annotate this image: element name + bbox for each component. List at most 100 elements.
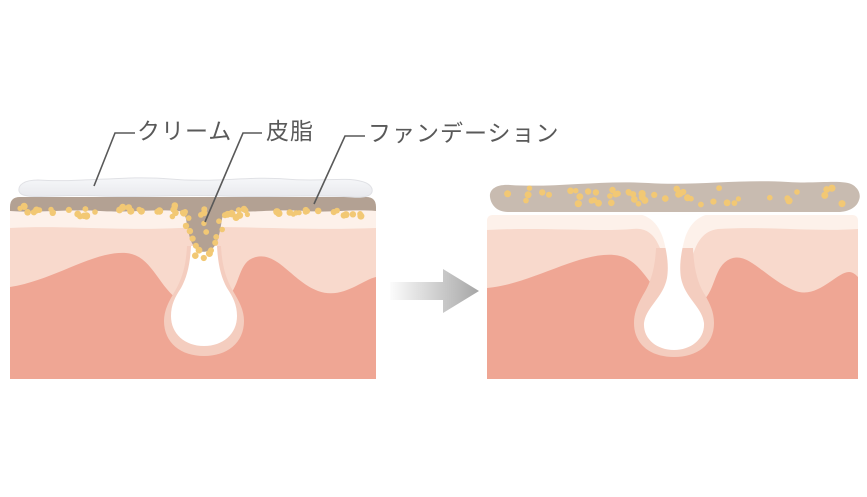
sebum-dot [192, 252, 199, 259]
sebum-dot [20, 202, 28, 210]
foundation-leader-line [313, 135, 365, 205]
sebum-dot [169, 213, 176, 220]
sebum-dot [573, 188, 579, 194]
sebum-dot [785, 197, 793, 205]
sebum-dot [614, 190, 621, 197]
sebum-dot [567, 187, 574, 195]
sebum-dot [794, 189, 800, 195]
sebum-dot [33, 206, 40, 214]
sebum-dot [216, 218, 222, 224]
sebum-dot [609, 186, 616, 194]
labels-group: クリーム 皮脂 ファンデーション [93, 118, 560, 223]
sebum-dot [523, 197, 529, 204]
sebum-dot [524, 191, 532, 199]
cream-label: クリーム [137, 118, 232, 144]
sebum-dot [641, 196, 649, 204]
sebum-dot [180, 209, 188, 217]
sebum-dot [716, 185, 722, 192]
sebum-dot [349, 211, 357, 218]
sebum-dot [574, 200, 582, 208]
sebum-dot [342, 211, 350, 219]
sebum-dot [189, 235, 196, 242]
sebum-dot [219, 226, 225, 233]
sebum-dot [304, 208, 311, 215]
sebum-dot [228, 209, 235, 216]
sebum-dot [203, 229, 210, 235]
sebum-dot [235, 207, 242, 213]
sebum-dot [192, 242, 199, 249]
sebum-dot [607, 193, 613, 199]
sebum-dot [828, 184, 836, 192]
right-pore-canal [639, 214, 709, 350]
sebum-dot [48, 206, 54, 213]
sebum-dot [635, 201, 642, 207]
sebum-leader-line [204, 132, 262, 223]
sebum-dot [116, 206, 123, 214]
sebum-dot [330, 209, 337, 216]
sebum-dot [154, 208, 161, 215]
sebum-dot [526, 185, 533, 191]
sebum-dot [195, 246, 203, 254]
left-pore-canal [171, 246, 237, 346]
sebum-dot [592, 189, 600, 196]
sebum-dot [205, 250, 213, 257]
left-skin-panel [10, 177, 376, 379]
right-foundation-layer [489, 181, 860, 212]
sebum-dot [24, 209, 31, 216]
sebum-dot [65, 206, 72, 213]
sebum-dot [673, 185, 680, 192]
sebum-dot [625, 189, 632, 195]
arrow-right-icon [390, 269, 479, 313]
sebum-dot [185, 215, 192, 221]
sebum-dot [92, 209, 98, 215]
sebum-dot [723, 199, 731, 207]
sebum-dot [171, 202, 179, 209]
sebum-dot [182, 222, 190, 230]
sebum-dot [684, 194, 691, 202]
sebum-dot [698, 201, 704, 208]
sebum-dot [200, 254, 207, 262]
right-sebum-dots [504, 184, 846, 208]
sebum-dot [588, 197, 595, 204]
foundation-label: ファンデーション [368, 120, 560, 146]
sebum-dot [314, 207, 322, 215]
sebum-label: 皮脂 [266, 118, 314, 144]
sebum-dot [680, 188, 687, 196]
sebum-dot [127, 207, 135, 215]
sebum-dot [838, 200, 846, 208]
sebum-dot [823, 186, 831, 193]
cream-leader-line [93, 132, 135, 187]
sebum-dot [539, 189, 546, 196]
sebum-dot [212, 239, 219, 246]
sebum-dot [82, 206, 89, 212]
sebum-dot [273, 208, 281, 216]
sebum-dot [137, 207, 145, 215]
sebum-dot [357, 212, 365, 220]
sebum-dot [198, 212, 204, 218]
sebum-dot [608, 199, 615, 207]
sebum-dot [221, 212, 229, 219]
sebum-dot [630, 196, 638, 203]
sebum-dot [213, 234, 220, 240]
sebum-dot [80, 212, 88, 219]
sebum-dot [735, 196, 742, 202]
sebum-dot [504, 190, 512, 198]
sebum-dot [651, 191, 658, 198]
sebum-dot [293, 210, 299, 216]
sebum-dot [595, 199, 602, 207]
sebum-dot [232, 214, 240, 221]
sebum-dot [731, 200, 738, 207]
sebum-dot [662, 195, 669, 202]
sebum-dot [546, 191, 552, 198]
sebum-dot [710, 198, 717, 205]
right-skin-panel [487, 181, 860, 379]
sebum-dot [584, 188, 592, 195]
sebum-dot [201, 206, 208, 213]
sebum-dot [576, 193, 584, 201]
sebum-dot [186, 227, 194, 235]
left-sebum-dots [17, 202, 365, 220]
sebum-dot [821, 191, 829, 199]
sebum-dot [767, 194, 773, 201]
